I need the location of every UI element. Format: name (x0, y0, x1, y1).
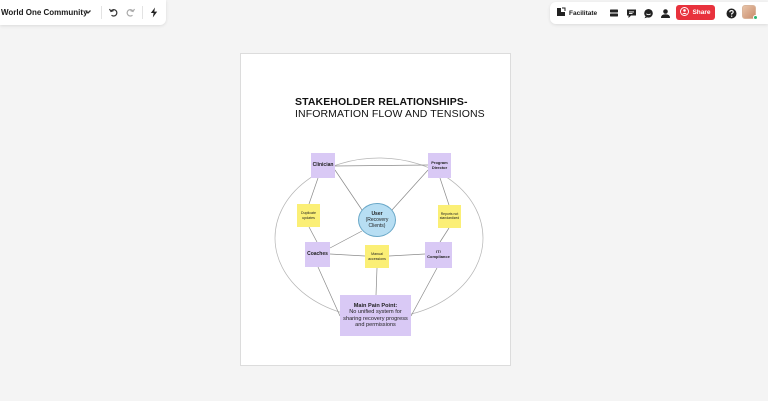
redo-icon[interactable] (124, 6, 136, 18)
toolbar-divider (142, 6, 143, 19)
note-duplicate-updates[interactable]: Duplicate updates (297, 204, 320, 227)
collaboration-toolbar: Facilitate Share (550, 2, 768, 24)
toolbar-divider (101, 6, 102, 19)
connector-reports-it (439, 227, 450, 243)
help-icon[interactable] (725, 7, 737, 19)
facilitate-icon (556, 7, 566, 19)
facilitate-button[interactable]: Facilitate (556, 7, 597, 19)
connector-duplicate-coaches (308, 226, 318, 243)
node-it-compliance[interactable]: IT/ Compliance (425, 242, 452, 268)
node-coaches[interactable]: Coaches (305, 242, 330, 267)
undo-icon[interactable] (107, 6, 119, 18)
cards-icon[interactable] (608, 7, 620, 19)
connector-clinician-duplicate (308, 177, 319, 205)
diagram-subtitle: INFORMATION FLOW AND TENSIONS (295, 108, 485, 120)
connector-director-reports (439, 177, 450, 206)
outer-ellipse (274, 157, 484, 319)
person-icon[interactable] (659, 7, 671, 19)
note-manual-accessions[interactable]: Manual accessions (365, 245, 389, 268)
chat-icon[interactable] (642, 7, 654, 19)
note-reports-not-standardized[interactable]: Reports not standardized (438, 205, 461, 228)
connector-manual-painpoint (375, 267, 378, 296)
connector-it-painpoint (410, 267, 438, 317)
node-main-pain-point[interactable]: Main Pain Point: No unified system for s… (340, 295, 411, 336)
connector-coaches-manual (329, 253, 366, 257)
connector-clinician-director (334, 164, 429, 167)
connector-coaches-user (329, 230, 363, 249)
share-label: Share (692, 9, 711, 16)
connector-manual-it (388, 253, 426, 257)
node-program-director[interactable]: Program Director (428, 153, 451, 178)
node-clinician[interactable]: Clinician (311, 153, 335, 178)
connector-clinician-user (334, 169, 363, 211)
share-icon (680, 7, 690, 18)
connector-coaches-painpoint (317, 266, 341, 317)
chevron-down-icon[interactable] (82, 6, 94, 18)
avatar[interactable] (742, 5, 756, 19)
online-status-dot (753, 15, 758, 20)
lightning-icon[interactable] (148, 6, 160, 18)
node-user[interactable]: User (Recovery Clients) (358, 203, 396, 237)
board-toolbar: World One Community (0, 0, 166, 25)
comments-icon[interactable] (625, 7, 637, 19)
share-button[interactable]: Share (676, 5, 715, 20)
facilitate-label: Facilitate (569, 9, 598, 17)
connector-director-user (391, 169, 429, 211)
board-name[interactable]: World One Community (1, 8, 88, 17)
diagram-title: STAKEHOLDER RELATIONSHIPS- (295, 96, 468, 108)
